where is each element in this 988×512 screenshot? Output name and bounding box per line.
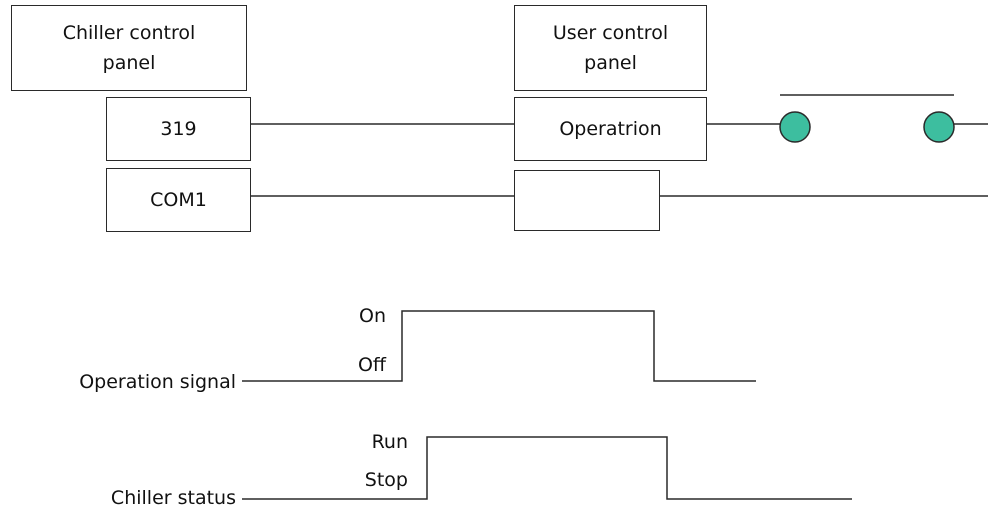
- operation-on-label: On: [359, 305, 386, 327]
- chiller-status-waveform: [242, 436, 852, 500]
- operation-off-label: Off: [357, 354, 386, 376]
- chiller-status-label: Chiller status: [110, 487, 236, 509]
- terminal-operation: Operatrion: [514, 97, 707, 161]
- chiller-panel-line2: panel: [102, 52, 156, 74]
- terminal-319: 319: [106, 97, 251, 161]
- terminal-blank: [514, 170, 660, 231]
- switch-contact-left-icon: [779, 111, 811, 143]
- user-panel-line1: User control: [552, 22, 669, 44]
- user-control-panel: User control panel: [514, 5, 707, 91]
- terminal-com1: COM1: [106, 168, 251, 232]
- operation-signal-label: Operation signal: [79, 371, 236, 393]
- chiller-stop-label: Stop: [364, 469, 408, 491]
- user-panel-line2: panel: [584, 52, 637, 74]
- operation-signal-waveform: [242, 310, 756, 382]
- chiller-run-label: Run: [371, 431, 408, 453]
- chiller-panel-line1: Chiller control: [62, 22, 196, 44]
- switch-contact-right-icon: [923, 111, 955, 143]
- chiller-control-panel: Chiller control panel: [11, 5, 247, 91]
